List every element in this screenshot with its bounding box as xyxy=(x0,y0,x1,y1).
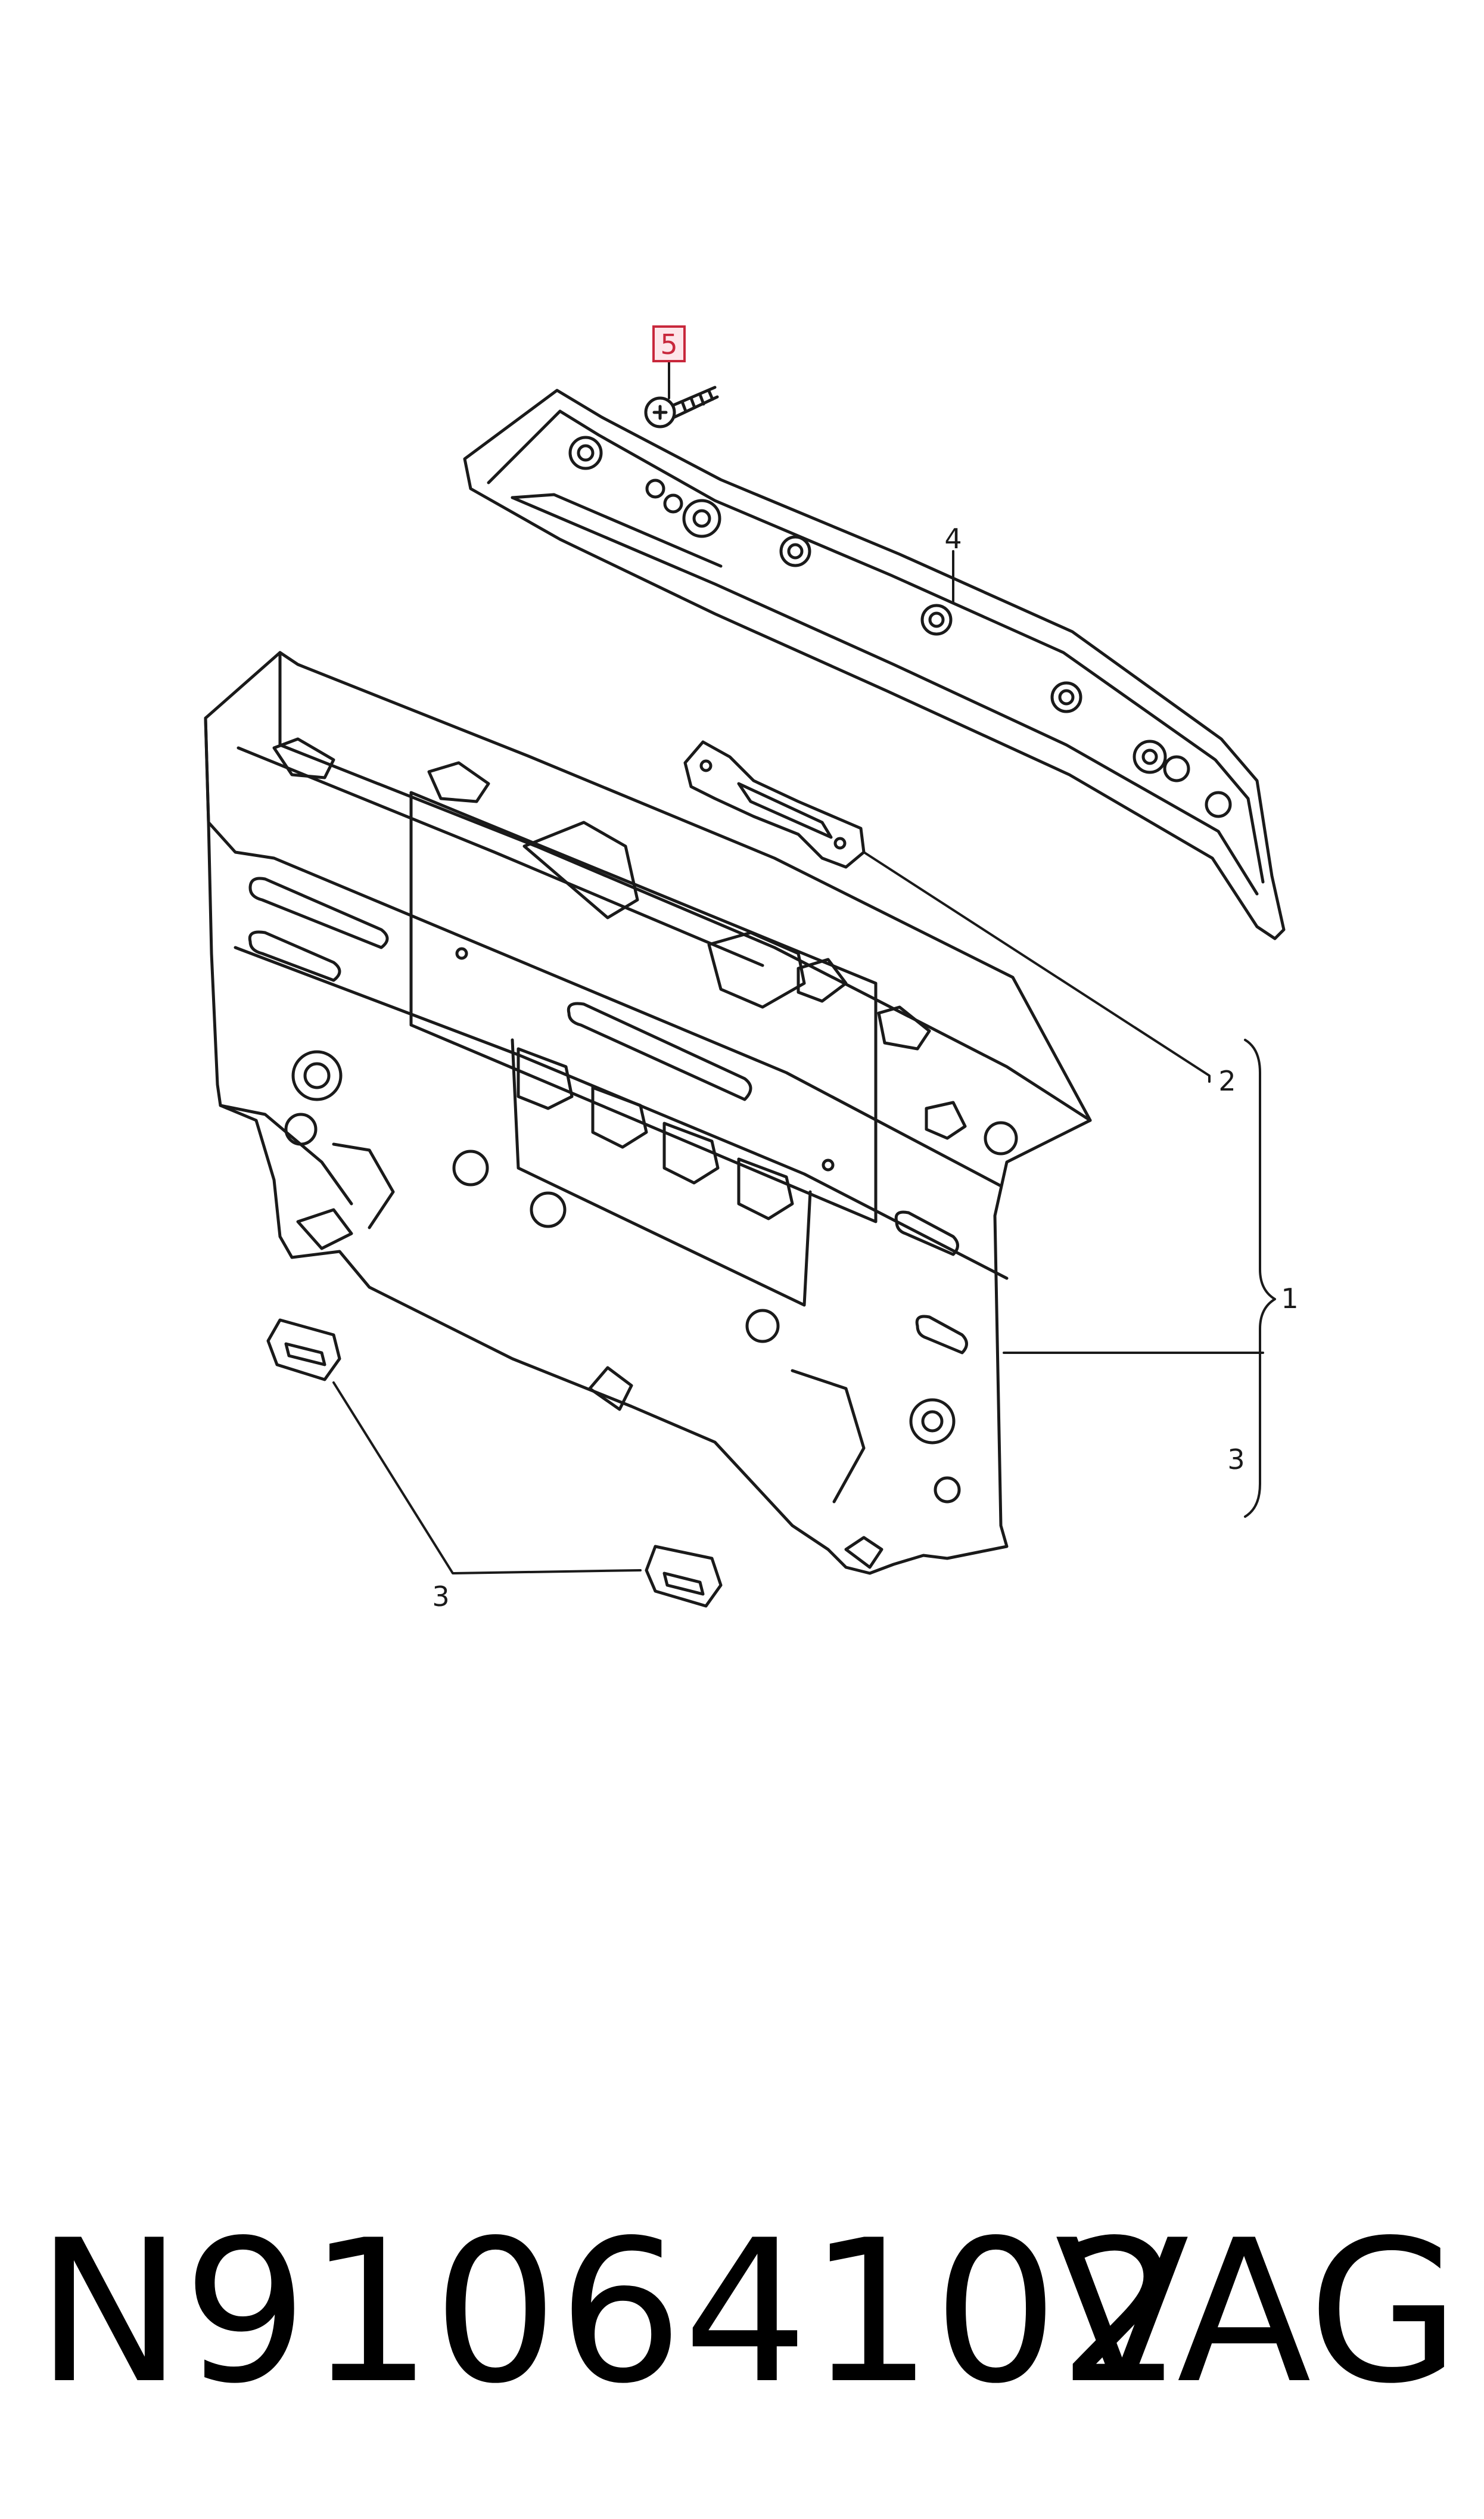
part-number: N91064102 xyxy=(36,2198,1184,2427)
rear-panel-part-1[interactable] xyxy=(204,651,1092,1575)
bracket-part-2[interactable] xyxy=(683,740,866,869)
screw-part-5[interactable] xyxy=(644,386,719,428)
callout-2-label[interactable]: 2 xyxy=(1218,1065,1236,1097)
footer: N91064102 VAG xyxy=(0,2205,1484,2419)
callout-5-highlight-box[interactable] xyxy=(652,325,686,362)
brand-name: VAG xyxy=(1054,2198,1460,2427)
callout-3-clips-label[interactable]: 3 xyxy=(432,1580,449,1613)
cross-member-part-4[interactable] xyxy=(463,389,1286,940)
callout-4-label[interactable]: 4 xyxy=(944,523,962,555)
clip-part-3-right[interactable] xyxy=(645,1545,723,1608)
callout-1-label[interactable]: 1 xyxy=(1281,1282,1298,1315)
clip-part-3-left[interactable] xyxy=(266,1318,341,1381)
leader-lines xyxy=(332,353,1276,1574)
exploded-parts-diagram: 5 4 2 1 3 3 xyxy=(204,325,1299,1613)
callout-3-bracket-label[interactable]: 3 xyxy=(1227,1443,1245,1476)
callout-5-label[interactable]: 5 xyxy=(660,328,677,361)
